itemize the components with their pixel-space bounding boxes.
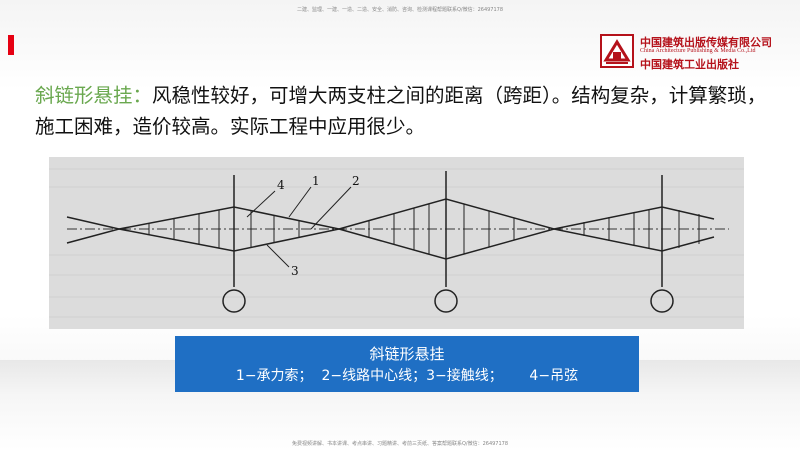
pole-base-1 <box>222 289 246 313</box>
label-4: 4 <box>277 178 285 192</box>
scan-texture <box>49 168 744 318</box>
publisher-name-calligraphy: 中国建筑工业出版社 <box>640 58 739 71</box>
heading-body: 风稳性较好，可增大两支柱之间的距离（跨距）。结构复杂，计算繁琐，施工困难，造价较… <box>35 84 767 138</box>
label-2: 2 <box>352 174 360 188</box>
publisher-emblem-icon <box>600 34 634 68</box>
support-poles <box>222 171 674 313</box>
pole-base-2 <box>434 289 458 313</box>
dropper-lines <box>148 204 700 254</box>
caption-legend: 1−承力索； 2−线路中心线；3−接触线； 4−吊弦 <box>235 368 579 384</box>
publisher-logo: 中国建筑出版传媒有限公司 China Architecture Publishi… <box>600 32 792 72</box>
footer-note: 免费视频讲解、书本讲课、考点串讲、习题精讲、考前三页纸、答案帮题联系Q/微信：2… <box>291 441 509 447</box>
publisher-name-en: China Architecture Publishing & Media Co… <box>640 48 756 54</box>
contact-wire <box>66 228 715 260</box>
pole-base-3 <box>650 289 674 313</box>
label-3: 3 <box>291 264 299 278</box>
header-note: 二建、监理、一建、一造、二造、安全、消防、咨询、检测课程帮题联系Q/微信：264… <box>296 7 504 13</box>
slide-text: 斜链形悬挂：风稳性较好，可增大两支柱之间的距离（跨距）。结构复杂，计算繁琐，施工… <box>35 80 775 142</box>
publisher-name-cn: 中国建筑出版传媒有限公司 <box>640 36 772 49</box>
caption-title: 斜链形悬挂 <box>369 345 445 363</box>
label-1: 1 <box>312 174 320 188</box>
accent-bar <box>8 35 14 55</box>
figure-caption-box: 斜链形悬挂 1−承力索； 2−线路中心线；3−接触线； 4−吊弦 <box>175 336 639 392</box>
diagram-background <box>49 157 744 329</box>
heading-colon: ： <box>132 84 153 107</box>
label-leaders <box>246 186 352 268</box>
heading-term: 斜链形悬挂 <box>35 84 133 107</box>
messenger-wire <box>66 198 715 230</box>
catenary-diagram: 4 1 2 3 <box>49 157 744 329</box>
